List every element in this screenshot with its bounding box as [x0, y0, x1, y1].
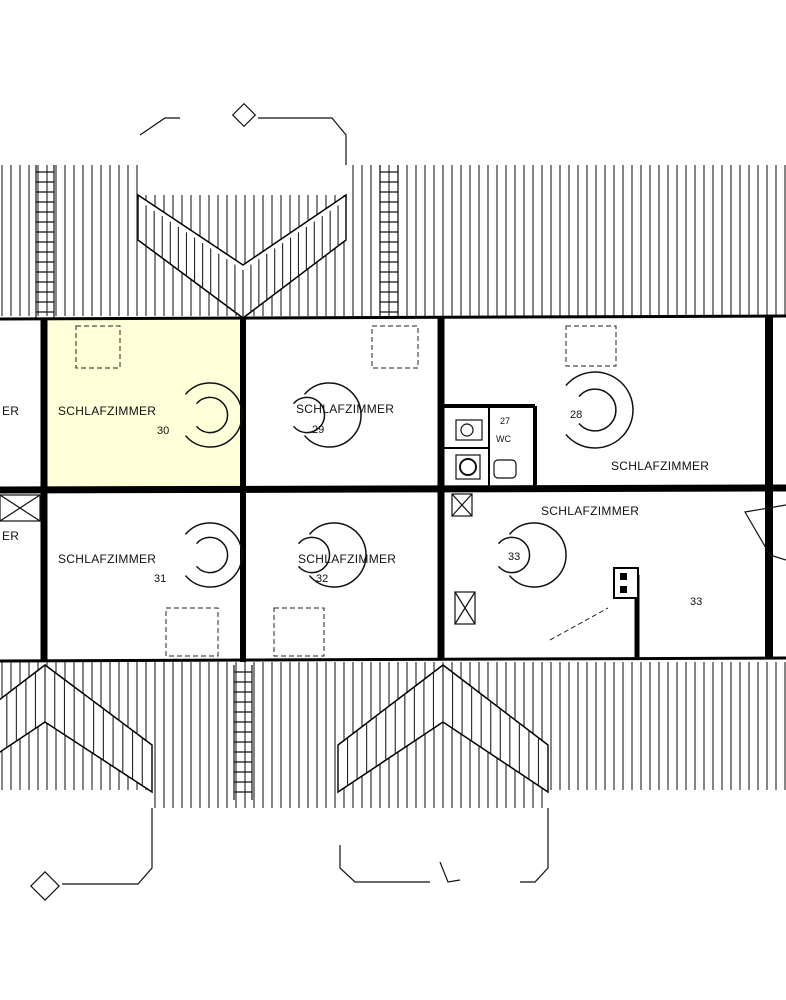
room-31-number: 31 — [154, 573, 166, 585]
right-bay — [744, 504, 786, 561]
room-32-label: SCHLAFZIMMER — [298, 552, 396, 566]
roof-top — [1, 165, 786, 316]
dormer-bottom-left — [0, 664, 153, 794]
room-28-label: SCHLAFZIMMER — [611, 459, 709, 473]
room-30-highlight — [47, 320, 241, 488]
skylights — [75, 325, 617, 657]
room-27-label: WC — [496, 434, 511, 444]
room-33-label: SCHLAFZIMMER — [541, 504, 639, 518]
room-27-number: 27 — [500, 416, 510, 426]
wc-fixtures — [455, 419, 517, 480]
room-31-label: SCHLAFZIMMER — [58, 552, 156, 566]
room-33-number: 33 — [508, 551, 520, 563]
dormer-bottom-mid — [337, 664, 549, 794]
room-label-left-upper: ER — [2, 404, 19, 418]
ladder-rungs — [36, 171, 398, 793]
dormer-top — [137, 193, 347, 319]
room-28-number: 28 — [570, 409, 582, 421]
room-29-label: SCHLAFZIMMER — [296, 402, 394, 416]
walls — [0, 314, 786, 663]
round-windows — [184, 371, 634, 588]
paths — [30, 102, 549, 901]
room-33b-number: 33 — [690, 596, 702, 608]
room-30-label: SCHLAFZIMMER — [58, 404, 156, 418]
room-30-number: 30 — [157, 425, 169, 437]
chimney — [613, 567, 639, 599]
shafts — [0, 493, 476, 625]
room-label-left-lower: ER — [2, 529, 19, 543]
room-32-number: 32 — [316, 573, 328, 585]
room-29-number: 29 — [312, 424, 324, 436]
